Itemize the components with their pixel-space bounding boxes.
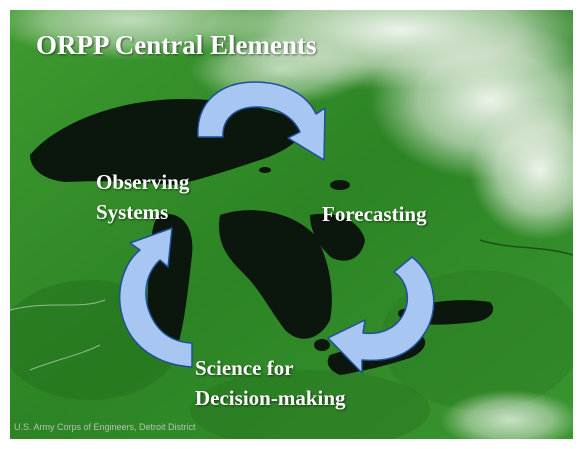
label-line: Systems [96,200,169,224]
satellite-image [10,10,573,439]
label-line: Science for [195,356,294,380]
label-forecasting: Forecasting [322,202,427,226]
label-science-decision-making: Science for Decision-making [195,353,346,413]
label-line: Decision-making [195,386,346,410]
circular-arrow-icon [327,256,435,374]
label-line: Observing [96,170,190,194]
slide-title: ORPP Central Elements [36,30,317,60]
lake-huron [219,210,332,339]
label-observing-systems: Observing Systems [96,167,189,227]
image-credit: U.S. Army Corps of Engineers, Detroit Di… [14,422,196,432]
circular-arrow-icon [197,81,326,161]
lake-superior [30,99,303,185]
cycle-arrows [118,81,435,374]
circular-arrow-icon [118,227,193,368]
slide: ORPP Central Elements Observing Systems … [10,10,573,439]
cloud-cover [10,10,573,439]
